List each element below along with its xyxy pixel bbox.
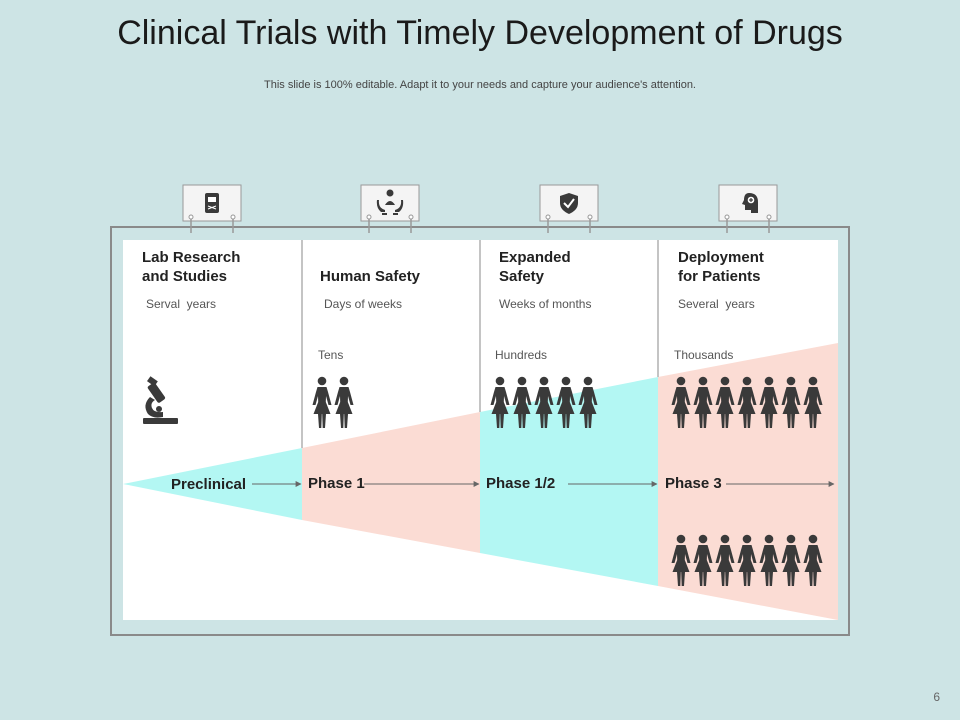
head-plus-icon [742, 193, 758, 213]
col4-title-line1: Deployment [678, 249, 764, 266]
page-subtitle: This slide is 100% editable. Adapt it to… [264, 79, 696, 91]
stage-phase-1-2: Phase 1/2 [486, 475, 556, 492]
segment-preclinical [123, 448, 302, 520]
stage-preclinical: Preclinical [171, 476, 247, 493]
col1-title-line1: Lab Research [142, 249, 241, 266]
segment-phase-1-2 [480, 377, 658, 586]
shield-check-icon [560, 193, 578, 214]
segment-phase-1 [302, 412, 480, 553]
hands-person-icon [376, 189, 404, 215]
page-number: 6 [933, 690, 940, 704]
stage-phase-3: Phase 3 [665, 475, 722, 492]
col3-duration: Weeks of months [499, 297, 592, 311]
col2-title-line1: Human Safety [320, 268, 421, 285]
col3-title: Expanded Safety [499, 248, 571, 286]
col4-count: Thousands [674, 348, 734, 362]
page-title: Clinical Trials with Timely Development … [117, 14, 843, 52]
col4-title-line2: for Patients [678, 268, 761, 285]
microscope-icon [143, 376, 178, 424]
col3-title-line2: Safety [499, 268, 545, 285]
icon-card-4 [718, 184, 778, 233]
col2-duration: Days of weeks [324, 297, 403, 311]
col4-title: Deployment for Patients [678, 248, 764, 286]
col3-count: Hundreds [495, 348, 548, 362]
clipboard-icon [205, 193, 219, 213]
col3-title-line1: Expanded [499, 249, 571, 266]
col1-duration: Serval years [146, 297, 217, 311]
outer-frame [110, 226, 850, 636]
col2-title: Human Safety [320, 267, 420, 286]
col4-duration: Several years [678, 297, 755, 311]
col2-count: Tens [318, 348, 344, 362]
stage-phase-1: Phase 1 [308, 475, 365, 492]
col1-title: Lab Research and Studies [142, 248, 240, 286]
col1-title-line2: and Studies [142, 268, 228, 285]
